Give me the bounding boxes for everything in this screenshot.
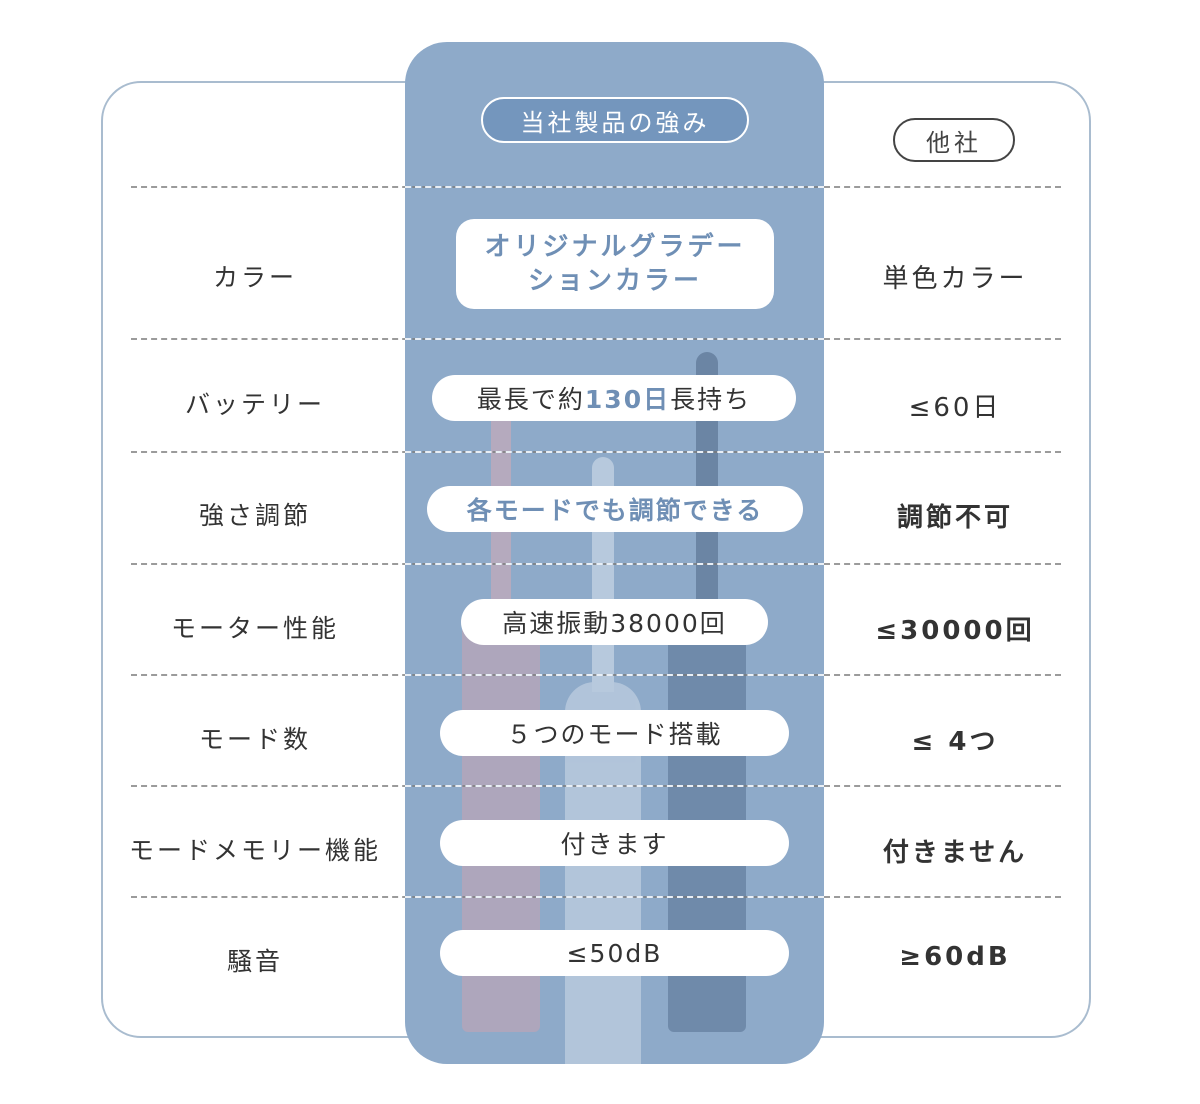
row-label-noise: 騒音 — [226, 947, 283, 976]
ours-color-line2: ションカラー — [527, 266, 702, 296]
ours-color-pill: オリジナルグラデー ションカラー — [456, 219, 774, 309]
other-motor: ≤30000回 — [875, 616, 1035, 646]
other-noise: ≥60dB — [899, 942, 1011, 972]
row-divider-inner — [405, 338, 824, 340]
row-label-mode-memory: モードメモリー機能 — [128, 836, 381, 865]
ours-motor-pill: 高速振動38000回 — [461, 599, 768, 645]
row-label-modes: モード数 — [198, 725, 311, 754]
row-label-battery: バッテリー — [184, 390, 325, 419]
ours-mode-memory-pill: 付きます — [440, 820, 789, 866]
competitor-header: 他社 — [893, 118, 1015, 162]
ours-battery-pre: 最長で約 — [476, 385, 585, 414]
other-modes: ≤ 4つ — [911, 727, 999, 757]
ours-battery-highlight: 130日 — [584, 385, 671, 414]
row-divider-inner — [405, 785, 824, 787]
our-product-column — [405, 42, 824, 1064]
row-label-color: カラー — [212, 263, 297, 292]
other-color: 単色カラー — [882, 264, 1028, 294]
other-strength: 調節不可 — [896, 503, 1013, 533]
row-divider-inner — [405, 674, 824, 676]
other-battery: ≤60日 — [908, 393, 1002, 423]
other-mode-memory: 付きません — [882, 838, 1028, 868]
ours-strength-pill: 各モードでも調節できる — [427, 486, 803, 532]
row-divider-inner — [405, 451, 824, 453]
ours-color-line1: オリジナルグラデー — [484, 232, 746, 262]
ours-noise-pill: ≤50dB — [440, 930, 789, 976]
row-divider-inner — [405, 563, 824, 565]
row-divider-inner — [405, 896, 824, 898]
row-label-strength: 強さ調節 — [198, 501, 311, 530]
our-product-header: 当社製品の強み — [481, 97, 749, 143]
row-label-motor: モーター性能 — [170, 614, 339, 643]
ours-modes-pill: ５つのモード搭載 — [440, 710, 789, 756]
row-divider-inner — [405, 186, 824, 188]
ours-battery-post: 長持ち — [670, 385, 752, 414]
